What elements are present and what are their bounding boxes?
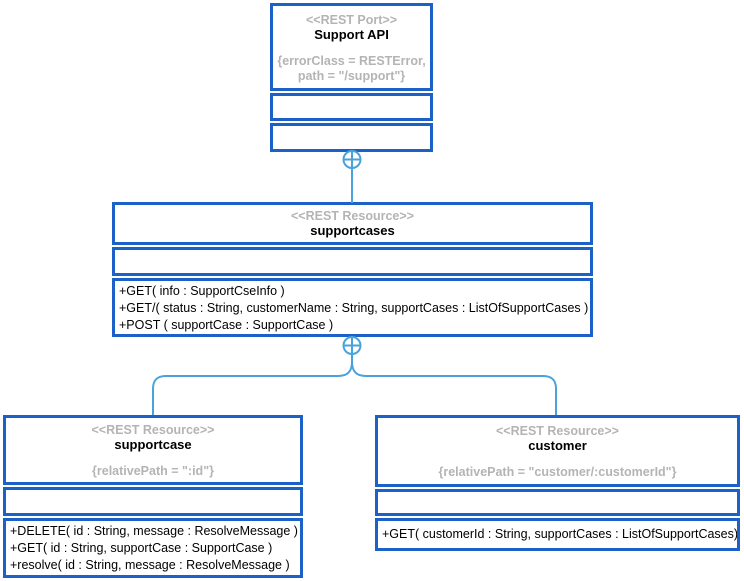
support-api-property: path = "/support"} [297, 68, 406, 83]
customer-name: customer [528, 438, 587, 453]
supportcase-operations-compartment: +DELETE( id : String, message : ResolveM… [3, 518, 303, 578]
operation: +GET( info : SupportCseInfo ) [119, 284, 285, 298]
support-api-operations-compartment [270, 123, 433, 152]
customer-property: {relativePath = "customer/:customerId"} [438, 465, 677, 479]
link-supportcases-supportcase [152, 361, 353, 415]
node-support-api[interactable]: <<REST Port>> Support API {errorClass = … [270, 3, 433, 152]
supportcases-name: supportcases [310, 223, 395, 238]
supportcase-property: {relativePath = ":id"} [92, 464, 214, 478]
support-api-stereotype: <<REST Port>> [305, 13, 397, 27]
supportcase-stereotype: <<REST Resource>> [91, 423, 215, 437]
supportcase-attributes-compartment [3, 487, 303, 516]
operation: +GET/( status : String, customerName : S… [119, 301, 589, 315]
supportcases-title-compartment: <<REST Resource>> supportcases [112, 202, 593, 245]
support-api-attributes-compartment [270, 93, 433, 121]
customer-attributes-compartment [375, 489, 740, 516]
operation: +DELETE( id : String, message : ResolveM… [10, 524, 298, 538]
operation: +GET( customerId : String, supportCases … [382, 527, 739, 541]
operation: +POST ( supportCase : SupportCase ) [119, 318, 334, 332]
supportcases-stereotype: <<REST Resource>> [291, 209, 414, 223]
customer-title-compartment: <<REST Resource>> customer {relativePath… [375, 415, 740, 487]
support-api-property: {errorClass = RESTError, [277, 54, 426, 68]
supportcases-attributes-compartment [112, 247, 593, 276]
node-supportcase[interactable]: <<REST Resource>> supportcase {relativeP… [3, 415, 303, 578]
operation: +GET( id : String, supportCase : Support… [10, 541, 273, 555]
port-connector-icon [342, 336, 362, 355]
supportcase-name: supportcase [114, 437, 192, 452]
customer-stereotype: <<REST Resource>> [496, 424, 619, 438]
link-supportcases-customer [351, 361, 557, 415]
supportcase-title-compartment: <<REST Resource>> supportcase {relativeP… [3, 415, 303, 485]
supportcases-operations-compartment: +GET( info : SupportCseInfo ) +GET/( sta… [112, 278, 593, 337]
support-api-title-compartment: <<REST Port>> Support API {errorClass = … [270, 3, 433, 91]
node-supportcases[interactable]: <<REST Resource>> supportcases +GET( inf… [112, 202, 593, 337]
support-api-name: Support API [314, 27, 389, 42]
operation: +resolve( id : String, message : Resolve… [10, 558, 290, 572]
port-connector-icon [342, 150, 362, 169]
node-customer[interactable]: <<REST Resource>> customer {relativePath… [375, 415, 740, 551]
customer-operations-compartment: +GET( customerId : String, supportCases … [375, 518, 740, 551]
